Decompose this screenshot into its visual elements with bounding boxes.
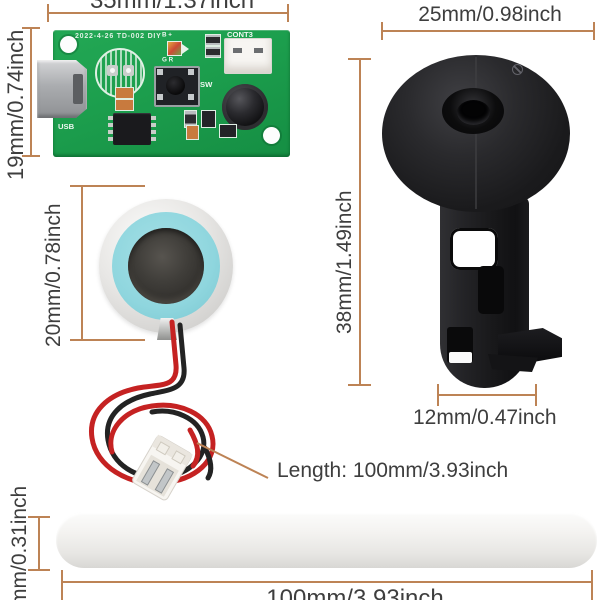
- stick-diameter-dimension-tick-top: [28, 516, 50, 518]
- stick-length-dimension-line: [62, 581, 592, 583]
- pcb-silkscreen-text: 2022-4-26 TD-002 DIY: [75, 32, 162, 40]
- pcb-width-dimension-tick-left: [47, 4, 49, 22]
- jst-connector-cont3: [224, 38, 272, 74]
- black-wire: [104, 322, 207, 480]
- red-wire-over-plug: [187, 427, 201, 469]
- stick-length-dimension-tick-right: [591, 570, 593, 600]
- holder-base-dimension-line: [438, 394, 536, 396]
- usb-label: USB: [58, 122, 75, 131]
- stick-length-dimension-label: 100mm/3.93inch: [266, 585, 444, 600]
- mounting-hole-bottom-right: [263, 127, 280, 144]
- holder-stem-notch: [449, 352, 472, 363]
- mist-disc-piezo-center: [128, 228, 204, 304]
- connector-label: CONT3: [227, 30, 253, 39]
- holder-height-dimension-line: [359, 59, 361, 385]
- disc-diameter-dimension-tick-top: [70, 185, 145, 187]
- holder-width-dimension-tick-left: [381, 22, 383, 40]
- switch-label: SW: [200, 80, 213, 89]
- capacitor-c1: [115, 99, 134, 111]
- holder-stem-slot-lower: [478, 266, 504, 314]
- solder-pad: [123, 65, 134, 76]
- resistor-r2: [201, 110, 216, 128]
- holder-stem-tab-lower: [488, 354, 538, 372]
- stick-length-dimension-tick-left: [61, 570, 63, 600]
- pcb-width-dimension-label: 35mm/1.37inch: [89, 0, 255, 14]
- holder-width-dimension-label: 25mm/0.98inch: [418, 3, 562, 26]
- pcb-height-dimension-tick-bottom: [22, 155, 40, 157]
- holder-height-dimension-tick-top: [348, 58, 371, 60]
- resistor: [205, 46, 221, 58]
- stick-diameter-dimension-tick-bottom: [28, 569, 50, 571]
- disc-diameter-dimension-line: [81, 186, 83, 340]
- micro-usb-port: [37, 60, 87, 118]
- stick-diameter-dimension-label: mm/0.31inch: [8, 485, 31, 600]
- holder-width-dimension-tick-right: [593, 22, 595, 40]
- led-label-top: B +: [162, 31, 172, 38]
- tactile-switch: [154, 66, 200, 107]
- cable-length-label: Length: 100mm/3.93inch: [277, 459, 509, 482]
- red-wire: [89, 319, 216, 486]
- capacitor: [186, 125, 199, 140]
- jst-plug: [132, 434, 193, 501]
- pcb-height-dimension-line: [30, 28, 32, 156]
- pcb-height-dimension-label: 19mm/0.74inch: [3, 29, 28, 180]
- holder-cap-logo-mark: [512, 64, 523, 75]
- holder-height-dimension-tick-bottom: [348, 384, 371, 386]
- holder-height-dimension-label: 38mm/1.49inch: [333, 190, 356, 334]
- cable-length-pointer-line: [196, 442, 269, 479]
- mounting-hole-top-left: [60, 36, 77, 53]
- status-led: [167, 41, 189, 56]
- led-label-bottom: G R: [162, 56, 174, 63]
- holder-cap-hole-inner: [457, 100, 490, 125]
- transistor: [219, 124, 237, 138]
- holder-stem-slot: [450, 228, 498, 270]
- resistor: [205, 34, 221, 46]
- pcb-height-dimension-tick-top: [22, 27, 40, 29]
- holder-base-dimension-tick-right: [535, 384, 537, 406]
- inductor: [222, 84, 268, 130]
- circuit-board: 2022-4-26 TD-002 DIY USB B + G R SW CONT…: [37, 30, 290, 157]
- disc-diameter-dimension-label: 20mm/0.78inch: [42, 203, 65, 347]
- disc-diameter-dimension-tick-bottom: [70, 339, 145, 341]
- black-wire-tail: [202, 445, 214, 481]
- holder-width-dimension-line: [382, 30, 594, 32]
- stick-diameter-dimension-line: [38, 517, 40, 570]
- holder-base-dimension-label: 12mm/0.47inch: [413, 406, 557, 429]
- capacitor-c2: [115, 87, 134, 99]
- cotton-filter-stick: [56, 512, 597, 568]
- pcb-width-dimension-line: [48, 12, 288, 14]
- pcb-width-dimension-tick-right: [287, 4, 289, 22]
- ic-chip: [108, 113, 156, 145]
- holder-base-dimension-tick-left: [437, 384, 439, 406]
- solder-pad: [107, 65, 118, 76]
